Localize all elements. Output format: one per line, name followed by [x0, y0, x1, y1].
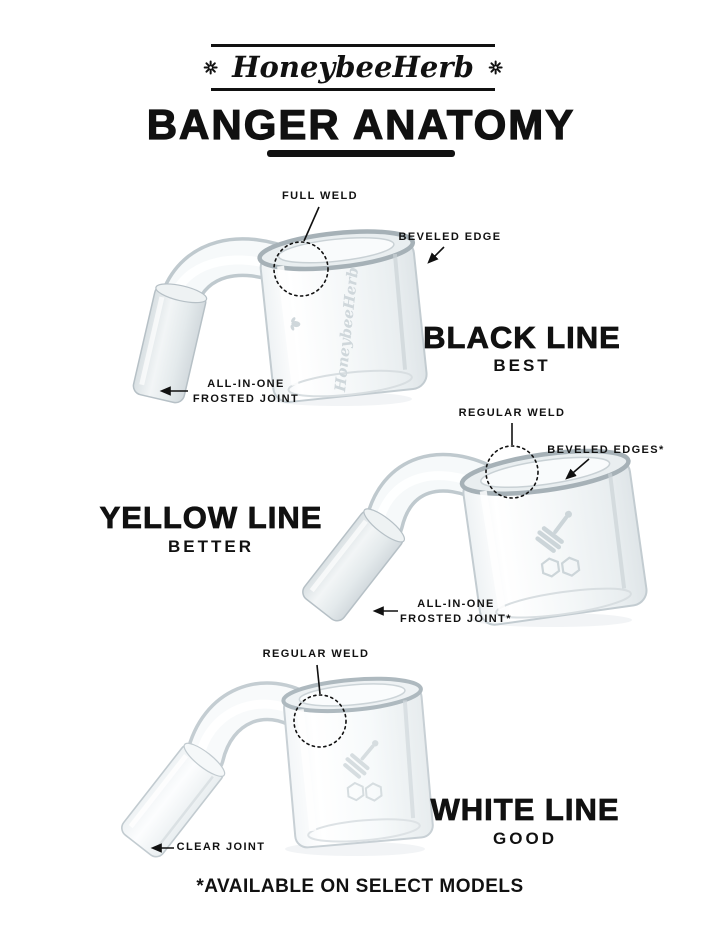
- grade-best: BEST: [493, 356, 551, 375]
- label-full-weld: FULL WELD: [282, 190, 358, 202]
- product-name-black-line: BLACK LINE: [423, 320, 621, 356]
- page-title: BANGER ANATOMY: [146, 100, 576, 148]
- etched-hexagon: [540, 557, 561, 578]
- label-beveled-edges: BEVELED EDGES*: [547, 444, 665, 456]
- footnote: *AVAILABLE ON SELECT MODELS: [196, 876, 524, 897]
- grade-better: BETTER: [168, 537, 254, 556]
- brand-logo-text: HoneybeeHerb: [232, 50, 474, 84]
- logo-rule-top: [211, 44, 495, 47]
- product-name-yellow-line: YELLOW LINE: [99, 500, 323, 536]
- joint-label-line2: FROSTED JOINT: [192, 393, 300, 405]
- etched-hexagon: [346, 781, 365, 802]
- flower-ornament-icon: [488, 60, 503, 74]
- label-clear-joint: CLEAR JOINT: [176, 841, 266, 853]
- flower-ornament-icon: [203, 60, 218, 74]
- joint-label-line2: FROSTED JOINT*: [400, 613, 512, 625]
- etched-dipper-icon: [535, 510, 581, 578]
- etched-bee-icon: [290, 317, 301, 331]
- label-regular-weld: REGULAR WELD: [458, 407, 566, 419]
- label-regular-weld: REGULAR WELD: [262, 648, 370, 660]
- title-underline: [267, 150, 455, 157]
- label-beveled-edge: BEVELED EDGE: [398, 231, 502, 243]
- frosted-joint: [302, 508, 406, 622]
- brand-logo: HoneybeeHerb: [203, 50, 503, 84]
- etched-hexagon: [560, 556, 581, 577]
- white-line-banger-illustration: [121, 676, 434, 858]
- grade-good: GOOD: [493, 829, 557, 848]
- joint-label-line1: ALL-IN-ONE: [417, 598, 495, 610]
- clear-joint: [121, 742, 226, 858]
- frosted-joint: [132, 283, 208, 404]
- yellow-line-banger-illustration: [302, 448, 648, 627]
- logo-rule-bottom: [211, 88, 495, 91]
- label-frosted-joint: ALL-IN-ONE FROSTED JOINT*: [400, 597, 512, 627]
- etched-dipper-icon: [343, 740, 383, 802]
- joint-label-line1: ALL-IN-ONE: [207, 378, 285, 390]
- etched-hexagon: [364, 782, 383, 802]
- product-name-white-line: WHITE LINE: [430, 792, 620, 828]
- banger-bucket: [281, 676, 434, 849]
- label-frosted-joint: ALL-IN-ONE FROSTED JOINT: [193, 377, 299, 407]
